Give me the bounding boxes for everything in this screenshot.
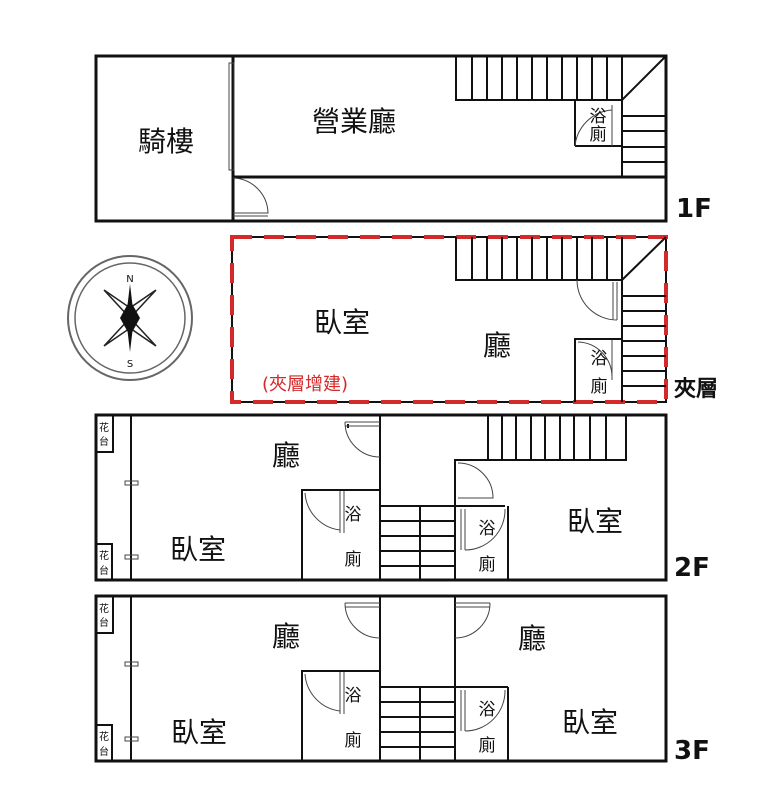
bath-label: 浴 [591, 349, 608, 369]
planter-label: 花 [99, 730, 109, 743]
planter-label: 台 [99, 564, 109, 577]
bathroom: 浴 廁 [574, 100, 622, 147]
planter-label: 花 [99, 421, 109, 434]
bedroom-label: 臥室 [171, 716, 227, 749]
bath-label: 浴 [345, 686, 362, 706]
business-hall-label: 營業廳 [312, 105, 396, 138]
floor-label-1f: 1F [676, 194, 712, 224]
door-swing [576, 279, 618, 321]
staircase [455, 55, 667, 177]
living-room-label: 廳 [272, 439, 300, 472]
staircase [455, 236, 667, 402]
staircase [380, 415, 627, 580]
toilet-label: 廁 [345, 549, 362, 570]
bathroom: 浴 廁 [301, 489, 380, 580]
living-room-label: 廳 [483, 329, 511, 362]
toilet-label: 廁 [591, 376, 608, 397]
bathroom: 浴 廁 [460, 506, 509, 580]
bedroom-label: 臥室 [170, 533, 226, 566]
compass-icon: N S [67, 255, 193, 381]
compass-south: S [127, 359, 133, 370]
bathroom: 浴 廁 [460, 687, 509, 761]
arcade-label: 騎樓 [138, 125, 194, 158]
bathroom: 浴 廁 [574, 338, 622, 402]
bath-label: 浴 [345, 505, 362, 525]
staircase [380, 686, 508, 761]
floor-label-3f: 3F [674, 736, 710, 766]
living-room-label: 廳 [518, 622, 546, 655]
floor-3f: 花 台 花 台 浴 廁 浴 廁 廳 廳 臥室 臥室 3F [94, 594, 710, 766]
living-room-label: 廳 [272, 620, 300, 653]
toilet-label: 廁 [479, 735, 496, 756]
bath-label: 浴 [479, 519, 496, 539]
planter-label: 台 [99, 435, 109, 448]
bedroom-label: 臥室 [567, 505, 623, 538]
floor-label-mezzanine: 夾層 [674, 377, 718, 402]
bathroom: 浴 廁 [301, 670, 380, 761]
bath-label: 浴 [590, 107, 607, 127]
planter-label: 台 [99, 616, 109, 629]
planter-label: 花 [99, 602, 109, 615]
bath-label: 浴 [479, 700, 496, 720]
mezzanine: 浴 廁 臥室 廳 (夾層增建) 夾層 [230, 235, 718, 404]
compass-north: N [126, 274, 133, 285]
toilet-label: 廁 [479, 554, 496, 575]
toilet-label: 廁 [590, 124, 607, 145]
toilet-label: 廁 [345, 730, 362, 751]
floor-1f: 浴 廁 騎樓 營業廳 1F [94, 54, 712, 224]
bedroom-label: 臥室 [314, 306, 370, 339]
floor-2f: 花 台 花 台 浴 廁 浴 廁 廳 臥室 臥室 2F [94, 413, 710, 583]
planter-label: 花 [99, 549, 109, 562]
mezzanine-addition-note: (夾層增建) [262, 374, 348, 395]
planter-label: 台 [99, 745, 109, 758]
bedroom-label: 臥室 [562, 706, 618, 739]
floor-label-2f: 2F [674, 553, 710, 583]
